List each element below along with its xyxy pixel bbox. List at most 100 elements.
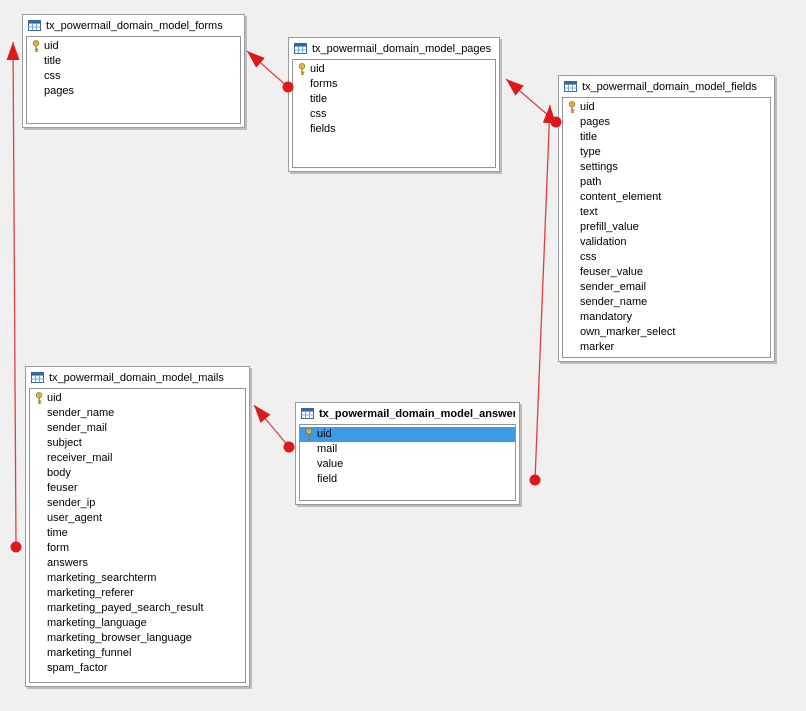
field-row[interactable]: form xyxy=(30,541,245,556)
field-name: mandatory xyxy=(580,311,632,323)
table-answer-fields: uid mail value field xyxy=(299,424,516,501)
table-forms[interactable]: tx_powermail_domain_model_forms uid titl… xyxy=(22,14,245,128)
field-row[interactable]: forms xyxy=(293,77,495,92)
field-name: field xyxy=(317,473,338,485)
relationship-answer-field-to-fields[interactable] xyxy=(529,104,556,486)
table-title: tx_powermail_domain_model_mails xyxy=(49,371,224,384)
field-row[interactable]: marketing_payed_search_result xyxy=(30,601,245,616)
field-row[interactable]: mail xyxy=(300,442,515,457)
field-name: feuser xyxy=(47,482,78,494)
field-row[interactable]: body xyxy=(30,466,245,481)
table-title: tx_powermail_domain_model_pages xyxy=(312,42,492,55)
field-name: prefill_value xyxy=(580,221,639,233)
field-row[interactable]: feuser_value xyxy=(563,265,770,280)
field-name: content_element xyxy=(580,191,662,203)
key-icon xyxy=(293,63,310,76)
field-row[interactable]: content_element xyxy=(563,190,770,205)
field-row[interactable]: text xyxy=(563,205,770,220)
table-pages[interactable]: tx_powermail_domain_model_pages uid form… xyxy=(288,37,500,172)
field-row-selected[interactable]: uid xyxy=(300,427,515,442)
table-mails-header[interactable]: tx_powermail_domain_model_mails xyxy=(26,367,249,388)
field-name: text xyxy=(580,206,598,218)
relationship-answer-mail-to-mails[interactable] xyxy=(253,404,295,453)
field-name: value xyxy=(317,458,344,470)
field-row[interactable]: path xyxy=(563,175,770,190)
field-row[interactable]: uid xyxy=(563,100,770,115)
field-row[interactable]: subject xyxy=(30,436,245,451)
table-pages-header[interactable]: tx_powermail_domain_model_pages xyxy=(289,38,499,59)
field-row[interactable]: prefill_value xyxy=(563,220,770,235)
field-row[interactable]: sender_name xyxy=(30,406,245,421)
field-name: fields xyxy=(310,123,336,135)
field-row[interactable]: validation xyxy=(563,235,770,250)
table-fields-header[interactable]: tx_powermail_domain_model_fields xyxy=(559,76,774,97)
field-row[interactable]: marketing_funnel xyxy=(30,646,245,661)
field-row[interactable]: css xyxy=(27,69,240,84)
field-name: title xyxy=(580,131,598,143)
field-row[interactable]: css xyxy=(563,250,770,265)
field-name: feuser_value xyxy=(580,266,643,278)
table-title: tx_powermail_domain_model_answer xyxy=(319,407,515,420)
field-row[interactable]: receiver_mail xyxy=(30,451,245,466)
field-row[interactable]: title xyxy=(27,54,240,69)
table-title: tx_powermail_domain_model_forms xyxy=(46,19,223,32)
table-forms-header[interactable]: tx_powermail_domain_model_forms xyxy=(23,15,244,36)
table-answer[interactable]: tx_powermail_domain_model_answer uid mai… xyxy=(295,402,520,505)
table-answer-header[interactable]: tx_powermail_domain_model_answer xyxy=(296,403,519,424)
field-row[interactable]: title xyxy=(563,130,770,145)
field-name: sender_name xyxy=(47,407,115,419)
field-row[interactable]: sender_email xyxy=(563,280,770,295)
field-name: marketing_payed_search_result xyxy=(47,602,204,614)
relationship-mails-form-to-forms[interactable] xyxy=(6,41,22,553)
field-row[interactable]: settings xyxy=(563,160,770,175)
field-name: uid xyxy=(310,63,325,75)
field-row[interactable]: marketing_language xyxy=(30,616,245,631)
table-pages-fields: uid forms title css fields xyxy=(292,59,496,168)
relationship-pages-forms-to-forms[interactable] xyxy=(246,50,294,93)
field-name: marketing_referer xyxy=(47,587,134,599)
field-row[interactable]: pages xyxy=(563,115,770,130)
field-row[interactable]: marketing_browser_language xyxy=(30,631,245,646)
field-name: css xyxy=(310,108,327,120)
table-icon xyxy=(564,81,577,92)
field-row[interactable]: fields xyxy=(293,122,495,137)
table-icon xyxy=(28,20,41,31)
table-fields[interactable]: tx_powermail_domain_model_fields uid pag… xyxy=(558,75,775,362)
field-row[interactable]: feuser xyxy=(30,481,245,496)
relationship-fields-pages-to-pages[interactable] xyxy=(505,78,562,128)
field-name: sender_ip xyxy=(47,497,96,509)
field-row[interactable]: sender_name xyxy=(563,295,770,310)
field-row[interactable]: field xyxy=(300,472,515,487)
field-name: sender_email xyxy=(580,281,647,293)
field-row[interactable]: spam_factor xyxy=(30,661,245,676)
field-row[interactable]: sender_mail xyxy=(30,421,245,436)
field-row[interactable]: time xyxy=(30,526,245,541)
field-row[interactable]: mandatory xyxy=(563,310,770,325)
table-icon xyxy=(294,43,307,54)
field-row[interactable]: marketing_searchterm xyxy=(30,571,245,586)
field-name: pages xyxy=(44,85,74,97)
field-row[interactable]: uid xyxy=(293,62,495,77)
field-row[interactable]: marker xyxy=(563,340,770,355)
field-row[interactable]: own_marker_select xyxy=(563,325,770,340)
table-mails[interactable]: tx_powermail_domain_model_mails uid send… xyxy=(25,366,250,687)
field-row[interactable]: type xyxy=(563,145,770,160)
field-row[interactable]: pages xyxy=(27,84,240,99)
table-title: tx_powermail_domain_model_fields xyxy=(582,80,757,93)
field-row[interactable]: sender_ip xyxy=(30,496,245,511)
field-name: marketing_funnel xyxy=(47,647,132,659)
table-icon xyxy=(301,408,314,419)
field-row[interactable]: title xyxy=(293,92,495,107)
field-row[interactable]: uid xyxy=(27,39,240,54)
field-row[interactable]: uid xyxy=(30,391,245,406)
field-name: css xyxy=(44,70,61,82)
field-row[interactable]: value xyxy=(300,457,515,472)
field-row[interactable]: marketing_referer xyxy=(30,586,245,601)
table-fields-fields: uid pages title type settings path conte… xyxy=(562,97,771,358)
field-name: pages xyxy=(580,116,610,128)
field-row[interactable]: answers xyxy=(30,556,245,571)
field-row[interactable]: css xyxy=(293,107,495,122)
table-forms-fields: uid title css pages xyxy=(26,36,241,124)
field-row[interactable]: user_agent xyxy=(30,511,245,526)
